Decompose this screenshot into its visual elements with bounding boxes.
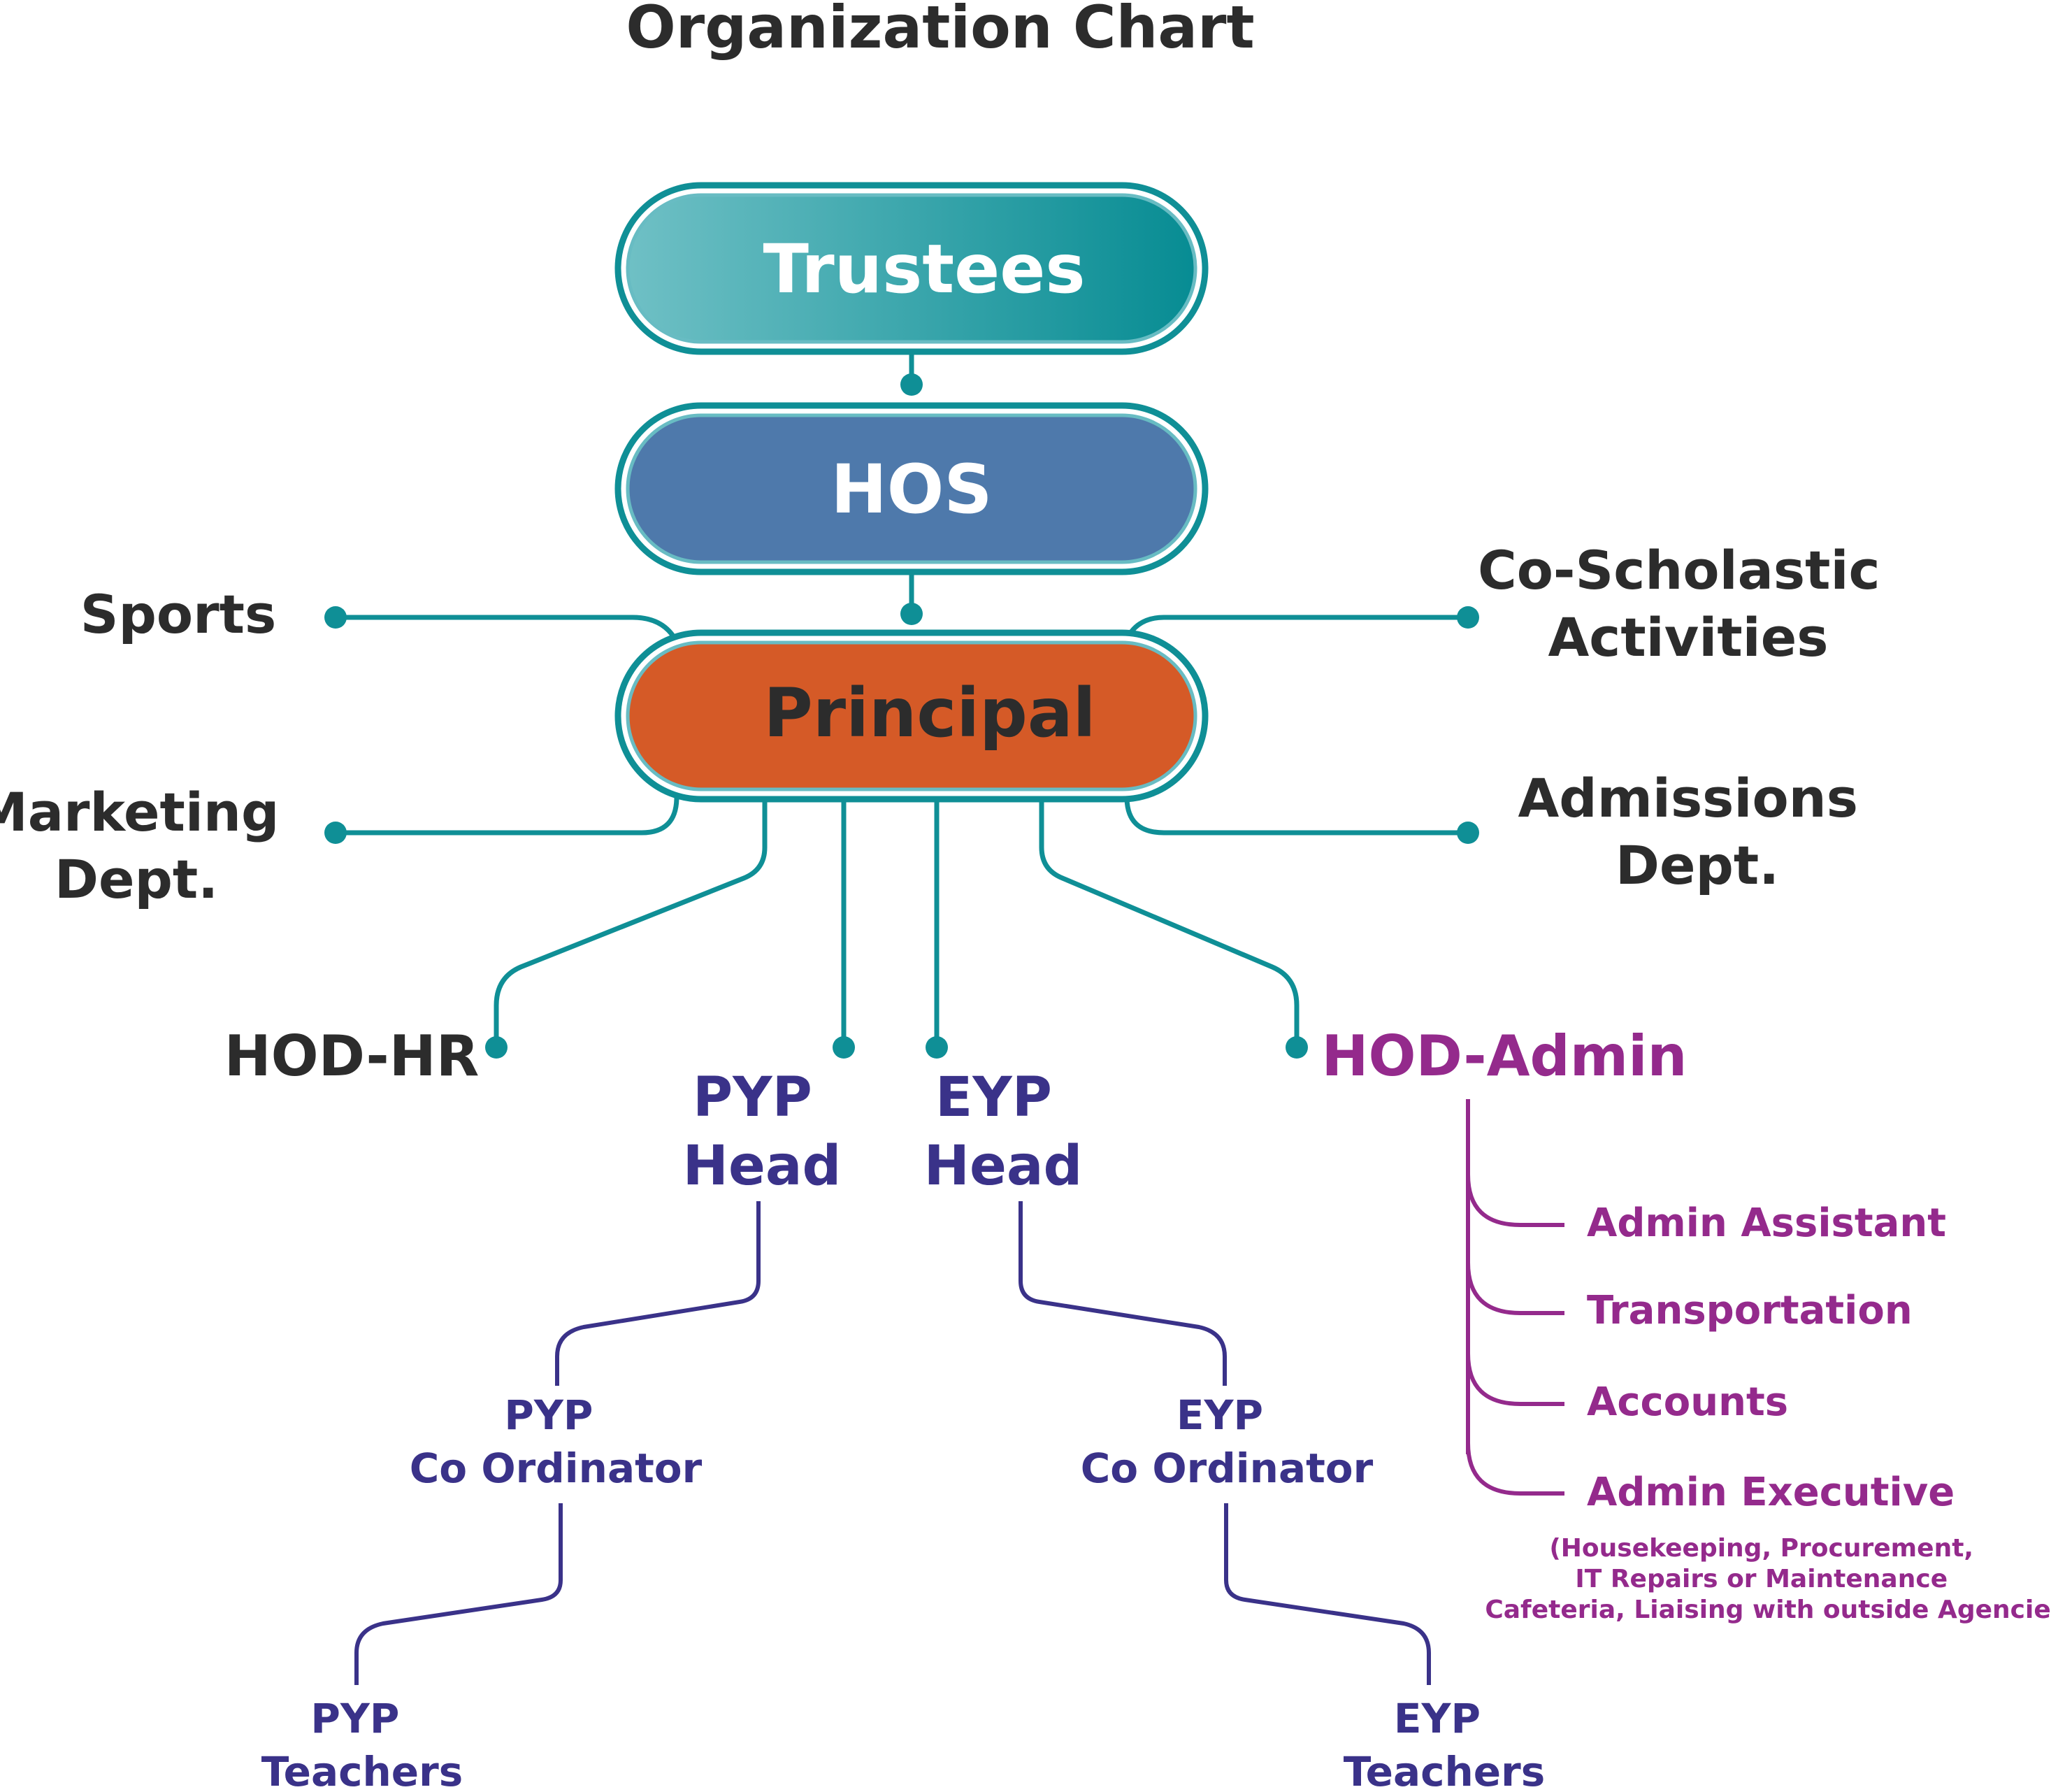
marketing-label-line1: Marketing xyxy=(0,781,279,843)
admin-branch-accounts xyxy=(1466,1353,1564,1406)
admin-branch-lines xyxy=(1466,1099,1564,1496)
admin-executive-label: Admin Executive xyxy=(1587,1470,1955,1515)
trustees-box: Trustees xyxy=(614,182,1209,355)
dot-sports xyxy=(324,606,347,629)
pyp-coordinator-line2: Co Ordinator xyxy=(410,1445,703,1492)
pyp-head-line2: Head xyxy=(683,1135,842,1198)
pyp-head-line1: PYP xyxy=(693,1066,812,1129)
dot-hos-principal xyxy=(900,603,923,625)
marketing-label-line2: Dept. xyxy=(55,848,218,910)
trustees-box-inner xyxy=(626,193,1197,344)
admin-executive-note-line1: (Housekeeping, Procurement, xyxy=(1549,1534,1973,1563)
transportation-label: Transportation xyxy=(1587,1288,1913,1333)
eyp-coordinator-line1: EYP xyxy=(1176,1391,1263,1439)
dot-hod-admin xyxy=(1286,1036,1308,1059)
teal-connector-dots xyxy=(324,373,1479,1059)
principal-box-inner xyxy=(626,640,1197,791)
co-scholastic-label-line2: Activities xyxy=(1548,606,1828,668)
eyp-head-line1: EYP xyxy=(935,1066,1052,1129)
admin-assistant-label: Admin Assistant xyxy=(1587,1200,1946,1246)
admin-branch-executive xyxy=(1466,1442,1564,1496)
hod-hr-label: HOD-HR xyxy=(224,1024,480,1089)
pyp-head-label: PYP Head xyxy=(683,1066,842,1198)
marketing-label: Marketing Dept. xyxy=(0,781,298,910)
eyp-teachers-label: EYP Teachers xyxy=(1344,1695,1545,1792)
pyp-head-to-coordinator xyxy=(555,1201,761,1386)
pyp-eyp-branch-lines xyxy=(354,1201,1431,1685)
admissions-label: Admissions Dept. xyxy=(1518,767,1876,896)
pyp-teachers-line1: PYP xyxy=(310,1695,399,1742)
connector-marketing xyxy=(336,796,679,836)
principal-label: Principal xyxy=(763,674,1095,752)
hos-label: HOS xyxy=(830,450,992,529)
admin-executive-note: (Housekeeping, Procurement, IT Repairs o… xyxy=(1485,1534,2051,1624)
dot-trustees-hos xyxy=(900,373,923,396)
admissions-label-line1: Admissions xyxy=(1518,767,1858,829)
pyp-teachers-line2: Teachers xyxy=(261,1748,463,1792)
eyp-head-to-coordinator xyxy=(1019,1201,1227,1386)
eyp-teachers-line1: EYP xyxy=(1394,1695,1481,1742)
hos-box-inner xyxy=(626,413,1197,564)
eyp-coordinator-to-teachers xyxy=(1224,1503,1431,1685)
dot-hod-hr xyxy=(485,1036,508,1059)
pyp-teachers-label: PYP Teachers xyxy=(261,1695,463,1792)
sports-label: Sports xyxy=(80,583,276,645)
chart-title: Organization Chart xyxy=(626,0,1254,62)
pyp-coordinator-label: PYP Co Ordinator xyxy=(410,1391,703,1492)
connector-hod-admin xyxy=(1039,797,1300,1047)
dot-eyp-head xyxy=(926,1036,948,1059)
eyp-coordinator-line2: Co Ordinator xyxy=(1081,1445,1374,1492)
dot-marketing xyxy=(324,822,347,844)
connector-hod-hr xyxy=(494,797,768,1047)
eyp-head-line2: Head xyxy=(924,1135,1083,1198)
connector-co-scholastic xyxy=(1123,615,1468,643)
connector-admissions xyxy=(1124,796,1468,836)
dot-admissions xyxy=(1457,822,1479,844)
admin-branch-transportation xyxy=(1466,1262,1564,1315)
admissions-label-line2: Dept. xyxy=(1615,834,1779,896)
connector-sports xyxy=(336,615,679,643)
hos-box: HOS xyxy=(614,402,1209,575)
admin-branch-assistant xyxy=(1466,1174,1564,1227)
teal-connectors xyxy=(336,350,1468,1047)
accounts-label: Accounts xyxy=(1587,1379,1788,1425)
eyp-head-label: EYP Head xyxy=(924,1066,1083,1198)
principal-box: Principal xyxy=(614,629,1209,803)
eyp-teachers-line2: Teachers xyxy=(1344,1748,1545,1792)
hod-admin-label: HOD-Admin xyxy=(1322,1024,1687,1089)
pyp-coordinator-to-teachers xyxy=(354,1503,563,1685)
admin-executive-note-line2: IT Repairs or Maintenance xyxy=(1575,1565,1948,1593)
dot-pyp-head xyxy=(833,1036,855,1059)
co-scholastic-label: Co-Scholastic Activities xyxy=(1478,539,1899,668)
eyp-coordinator-label: EYP Co Ordinator xyxy=(1081,1391,1374,1492)
co-scholastic-label-line1: Co-Scholastic xyxy=(1478,539,1880,601)
dot-co-scholastic xyxy=(1457,606,1479,629)
pyp-coordinator-line1: PYP xyxy=(504,1391,593,1439)
trustees-label: Trustees xyxy=(763,230,1085,308)
admin-executive-note-line3: Cafeteria, Liaising with outside Agencie… xyxy=(1485,1596,2051,1624)
